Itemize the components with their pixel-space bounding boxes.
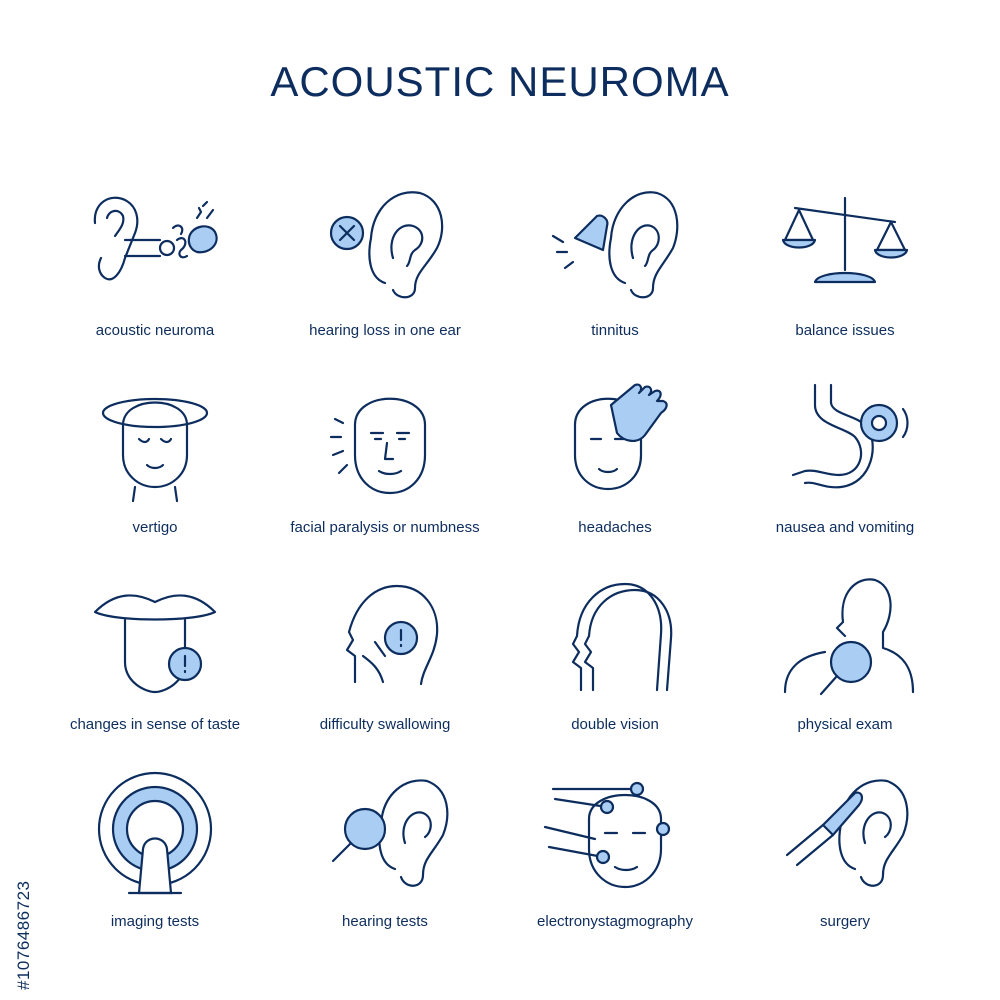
ear-scalpel-icon xyxy=(785,779,909,887)
icon-card-facial-paralysis: facial paralysis or numbness xyxy=(270,357,500,554)
icon-card-tinnitus: tinnitus xyxy=(500,160,730,357)
icon-card-taste: changes in sense of taste xyxy=(40,554,270,751)
dizzy-head-icon xyxy=(101,397,209,503)
icon-label: surgery xyxy=(819,913,871,930)
ear-anatomy-icon xyxy=(93,196,218,281)
icon-label: nausea and vomiting xyxy=(775,519,915,536)
icon-label: imaging tests xyxy=(110,913,200,930)
icon-card-double-vision: double vision xyxy=(500,554,730,751)
icon-card-vertigo: vertigo xyxy=(40,357,270,554)
icon-grid: acoustic neuroma hearing loss in one ear… xyxy=(40,160,960,950)
icon-card-acoustic-neuroma: acoustic neuroma xyxy=(40,160,270,357)
icon-label: vertigo xyxy=(132,519,178,536)
ear-bell-icon xyxy=(551,191,679,299)
icon-label: tinnitus xyxy=(591,322,639,339)
icon-card-swallowing: difficulty swallowing xyxy=(270,554,500,751)
icon-card-nausea: nausea and vomiting xyxy=(730,357,960,554)
throat-alert-icon xyxy=(345,584,439,686)
icon-card-physical-exam: physical exam xyxy=(730,554,960,751)
stock-id: #1076486723 xyxy=(14,880,33,990)
icon-label: changes in sense of taste xyxy=(69,716,241,733)
icon-card-hearing-loss: hearing loss in one ear xyxy=(270,160,500,357)
icon-card-balance: balance issues xyxy=(730,160,960,357)
icon-label: electronystagmography xyxy=(537,913,693,930)
icon-label: physical exam xyxy=(797,716,893,733)
page-title: ACOUSTIC NEUROMA xyxy=(270,58,730,105)
ear-crossed-icon xyxy=(329,191,444,299)
icon-card-headaches: headaches xyxy=(500,357,730,554)
scales-icon xyxy=(781,196,909,284)
head-hand-icon xyxy=(573,383,668,491)
mri-scanner-icon xyxy=(97,771,213,895)
icon-label: hearing tests xyxy=(342,913,428,930)
icon-label: hearing loss in one ear xyxy=(309,322,461,339)
icon-label: acoustic neuroma xyxy=(95,322,215,339)
face-numb-icon xyxy=(329,397,427,495)
icon-label: facial paralysis or numbness xyxy=(290,519,480,536)
stomach-icon xyxy=(791,383,909,489)
tongue-alert-icon xyxy=(93,594,217,694)
icon-card-imaging: imaging tests xyxy=(40,751,270,948)
icon-label: double vision xyxy=(571,716,659,733)
person-magnifier-icon xyxy=(783,578,915,696)
icon-label: balance issues xyxy=(795,322,895,339)
ear-magnifier-icon xyxy=(331,779,449,887)
icon-card-eng: electronystagmography xyxy=(500,751,730,948)
face-electrodes-icon xyxy=(543,781,671,889)
icon-card-surgery: surgery xyxy=(730,751,960,948)
icon-label: difficulty swallowing xyxy=(319,716,451,733)
icon-card-hearing-tests: hearing tests xyxy=(270,751,500,948)
icon-label: headaches xyxy=(578,519,652,536)
double-profile-icon xyxy=(571,582,673,692)
